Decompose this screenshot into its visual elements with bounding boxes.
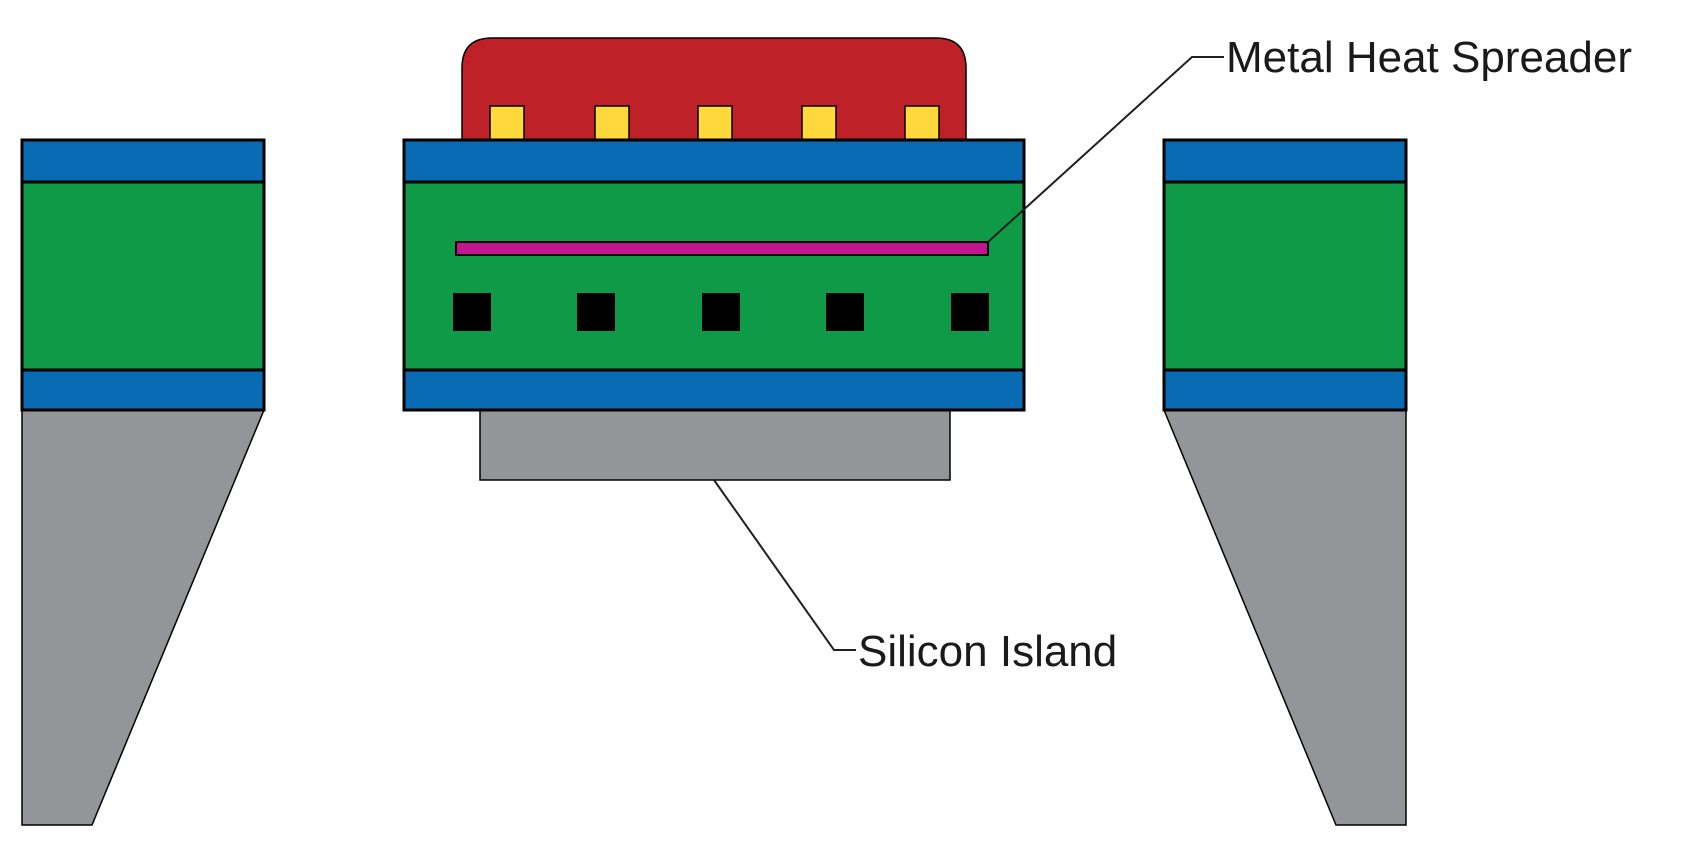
via xyxy=(826,293,864,331)
right-top-blue-layer xyxy=(1162,138,1408,184)
solder-bump xyxy=(801,105,837,141)
center-bottom-blue-layer xyxy=(402,368,1026,412)
via xyxy=(577,293,615,331)
right-silicon-support xyxy=(1162,409,1407,826)
left-top-blue-layer xyxy=(20,138,266,184)
center-green-core xyxy=(402,180,1026,372)
silicon-island-label: Silicon Island xyxy=(858,627,1117,676)
center-top-blue-layer xyxy=(402,138,1026,184)
die xyxy=(461,37,967,141)
metal-heat-spreader xyxy=(455,241,989,256)
silicon-island xyxy=(479,409,951,481)
right-panel xyxy=(1162,138,1408,826)
via xyxy=(702,293,740,331)
solder-bump xyxy=(697,105,733,141)
center-stack xyxy=(402,37,1026,481)
left-green-core xyxy=(20,180,266,372)
left-silicon-support xyxy=(21,409,266,826)
via-row xyxy=(453,293,989,331)
solder-bump xyxy=(904,105,940,141)
solder-bump xyxy=(489,105,525,141)
right-green-core xyxy=(1162,180,1408,372)
left-panel xyxy=(20,138,266,826)
via xyxy=(951,293,989,331)
solder-bump xyxy=(594,105,630,141)
silicon-island-leader-line xyxy=(713,479,856,651)
heat-spreader-label: Metal Heat Spreader xyxy=(1226,33,1632,82)
via xyxy=(453,293,491,331)
right-bottom-blue-layer xyxy=(1162,368,1408,412)
left-bottom-blue-layer xyxy=(20,368,266,412)
heat-spreader-leader-line xyxy=(987,56,1224,243)
